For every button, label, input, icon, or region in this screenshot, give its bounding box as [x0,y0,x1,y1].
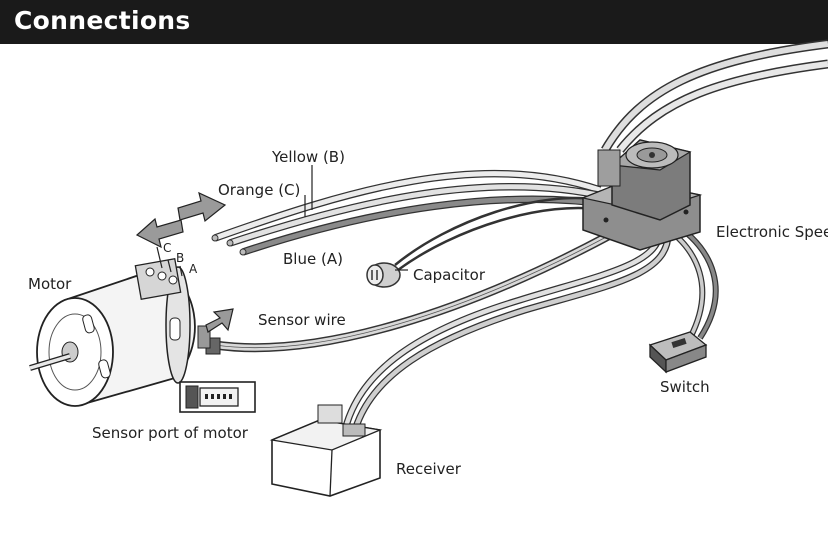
switch-unit [648,331,708,374]
label-sensor-wire: Sensor wire [258,311,346,329]
label-sensor-port: Sensor port of motor [92,424,249,442]
battery-leads [601,39,828,153]
sensor-wire [205,231,613,355]
capacitor [366,196,605,288]
sensor-port-inset [179,381,256,413]
label-yellow-b: Yellow (B) [271,148,345,166]
section-header: Connections [0,0,828,44]
label-receiver: Receiver [396,460,462,478]
label-switch: Switch [660,378,710,396]
label-orange-c: Orange (C) [218,181,300,199]
label-terminal-b: B [176,251,184,265]
receiver-unit [269,404,383,497]
label-terminal-a: A [189,262,198,276]
motor-unit [29,258,211,407]
motor-terminals [134,258,182,300]
arrow-icon-right-motor-leads [177,191,227,223]
page-title: Connections [14,6,191,35]
esc-unit [580,139,703,251]
label-esc: Electronic Spee [716,223,828,241]
motor-leads [211,169,615,256]
label-blue-a: Blue (A) [283,250,343,268]
label-capacitor: Capacitor [413,266,486,284]
receiver-lead [341,229,672,432]
leader-lines [156,165,408,277]
label-terminal-c: C [163,241,171,255]
arrow-icon-sensor [205,308,234,333]
arrow-icon-left [135,217,184,249]
label-motor: Motor [28,275,72,293]
